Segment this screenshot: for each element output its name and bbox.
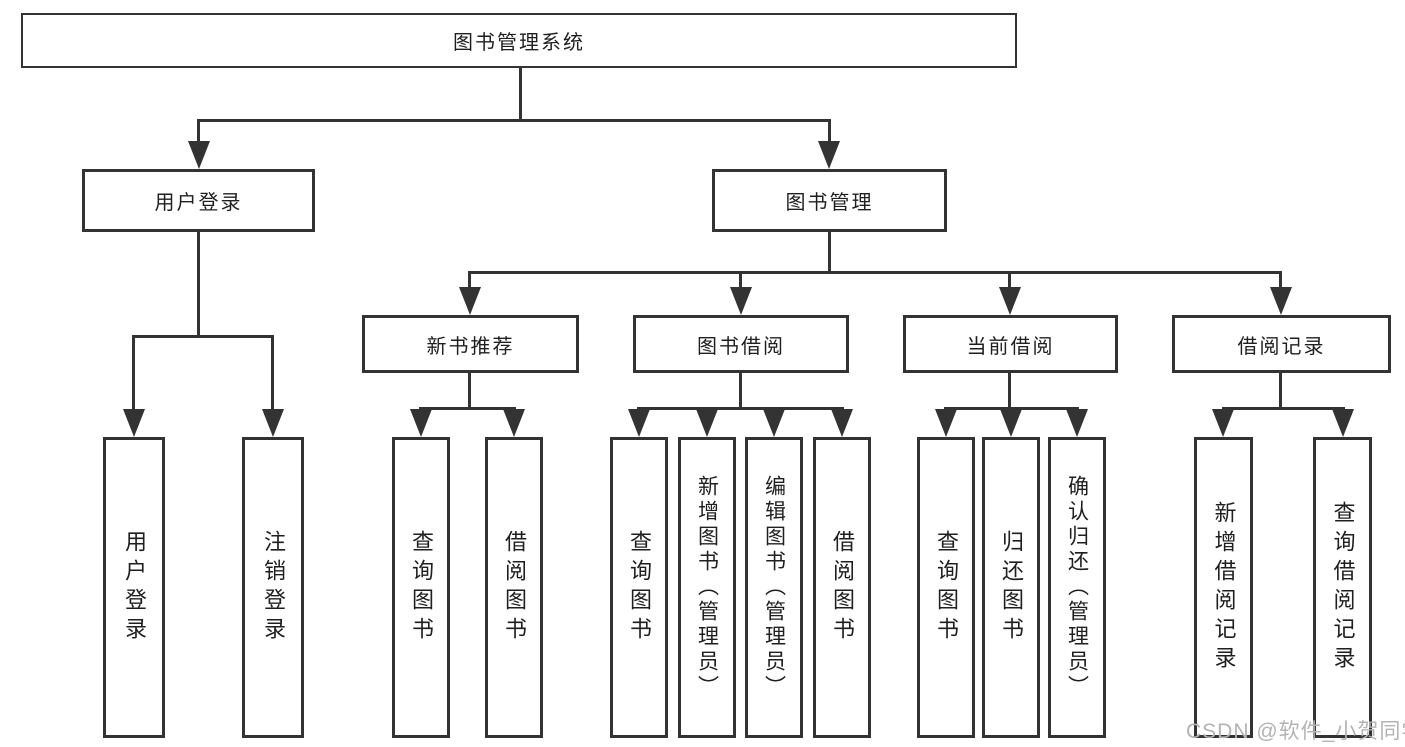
connector-drop-borrow-records — [1279, 271, 1282, 291]
connector-borrow-records-stem — [1279, 373, 1282, 410]
node-label: 用户登录 — [154, 192, 243, 214]
node-label: 图书管理 — [785, 192, 874, 214]
arrowhead-leaf-add-record — [1212, 409, 1234, 437]
node-label: 新书推荐 — [426, 335, 515, 358]
leaf-label: 借阅图书 — [502, 529, 527, 646]
arrowhead-current-borrow — [999, 287, 1021, 315]
leaf-user-login: 用户登录 — [103, 437, 165, 738]
leaf-query-books-borrowing: 查询图书 — [610, 437, 668, 738]
node-borrowing-records: 借阅记录 — [1172, 315, 1391, 373]
leaf-label: 注销登录 — [261, 529, 286, 646]
arrowhead-borrow-records — [1270, 287, 1292, 315]
connector-book-mgmt-stem — [828, 232, 831, 274]
connector-level3-rail — [468, 271, 1282, 274]
connector-drop-leaf-login — [132, 335, 135, 415]
leaf-label: 确认归还（管理员） — [1065, 475, 1089, 700]
leaf-add-books-admin: 新增图书（管理员） — [678, 437, 736, 738]
node-new-book-recommend: 新书推荐 — [362, 315, 579, 373]
node-label: 图书管理系统 — [453, 32, 585, 54]
connector-user-login-rail — [132, 335, 274, 338]
connector-current-borrow-stem — [1008, 373, 1011, 410]
connector-drop-book-mgmt — [828, 119, 831, 147]
arrowhead-leaf-query-record — [1332, 409, 1354, 437]
connector-drop-new-book — [468, 271, 471, 291]
leaf-edit-books-admin: 编辑图书（管理员） — [745, 437, 803, 738]
leaf-query-books-current: 查询图书 — [917, 437, 975, 738]
connector-book-borrow-stem — [739, 373, 742, 410]
leaf-label: 查询借阅记录 — [1330, 500, 1356, 675]
leaf-add-borrow-record: 新增借阅记录 — [1194, 437, 1253, 738]
node-root-library-system: 图书管理系统 — [21, 13, 1017, 68]
node-label: 当前借阅 — [966, 335, 1055, 358]
leaf-label: 新增借阅记录 — [1211, 500, 1237, 675]
connector-current-borrow-rail — [944, 407, 1079, 410]
leaf-query-books-recommend: 查询图书 — [392, 437, 450, 738]
leaf-borrow-books-recommend: 借阅图书 — [485, 437, 543, 738]
leaf-label: 查询图书 — [627, 529, 652, 646]
node-label: 图书借阅 — [697, 335, 785, 358]
leaf-query-borrow-record: 查询借阅记录 — [1313, 437, 1372, 738]
leaf-label: 查询图书 — [409, 529, 434, 646]
leaf-logout: 注销登录 — [242, 437, 304, 738]
leaf-return-books: 归还图书 — [982, 437, 1040, 738]
connector-drop-book-borrow — [739, 271, 742, 291]
arrowhead-leaf-query-books-1 — [410, 409, 432, 437]
leaf-label: 编辑图书（管理员） — [762, 475, 786, 700]
arrowhead-book-mgmt — [818, 141, 840, 169]
arrowhead-book-borrow — [730, 287, 752, 315]
arrowhead-leaf-add-books — [696, 409, 718, 437]
leaf-label: 归还图书 — [999, 529, 1024, 646]
arrowhead-leaf-query-books-2 — [628, 409, 650, 437]
connector-drop-user-login — [197, 119, 200, 147]
arrowhead-leaf-edit-books — [763, 409, 785, 437]
connector-borrow-records-rail — [1222, 407, 1345, 410]
arrowhead-leaf-confirm-return — [1066, 409, 1088, 437]
connector-root-stem — [519, 68, 522, 122]
leaf-label: 用户登录 — [122, 529, 147, 646]
arrowhead-leaf-logout — [262, 409, 284, 437]
node-user-login: 用户登录 — [82, 169, 315, 232]
arrowhead-leaf-borrow-books-2 — [831, 409, 853, 437]
leaf-label: 新增图书（管理员） — [695, 475, 719, 700]
arrowhead-leaf-query-books-3 — [935, 409, 957, 437]
arrowhead-leaf-borrow-books-1 — [503, 409, 525, 437]
connector-new-book-rail — [419, 407, 516, 410]
arrowhead-leaf-return-books — [1000, 409, 1022, 437]
csdn-watermark: CSDN @软件_小贺同学 — [1186, 720, 1405, 743]
connector-level2-rail — [197, 119, 831, 122]
connector-new-book-stem — [468, 373, 471, 410]
leaf-label: 借阅图书 — [830, 529, 855, 646]
leaf-borrow-books-borrowing: 借阅图书 — [813, 437, 871, 738]
node-label: 借阅记录 — [1237, 335, 1326, 358]
node-book-borrowing: 图书借阅 — [633, 315, 849, 373]
connector-user-login-stem — [197, 232, 200, 338]
arrowhead-user-login — [188, 141, 210, 169]
node-book-management: 图书管理 — [712, 169, 947, 232]
connector-drop-leaf-logout — [271, 335, 274, 415]
leaf-confirm-return-admin: 确认归还（管理员） — [1048, 437, 1106, 738]
leaf-label: 查询图书 — [934, 529, 959, 646]
node-current-borrowing: 当前借阅 — [903, 315, 1118, 373]
arrowhead-leaf-login — [123, 409, 145, 437]
connector-drop-current-borrow — [1008, 271, 1011, 291]
connector-book-borrow-rail — [637, 407, 844, 410]
arrowhead-new-book — [459, 287, 481, 315]
